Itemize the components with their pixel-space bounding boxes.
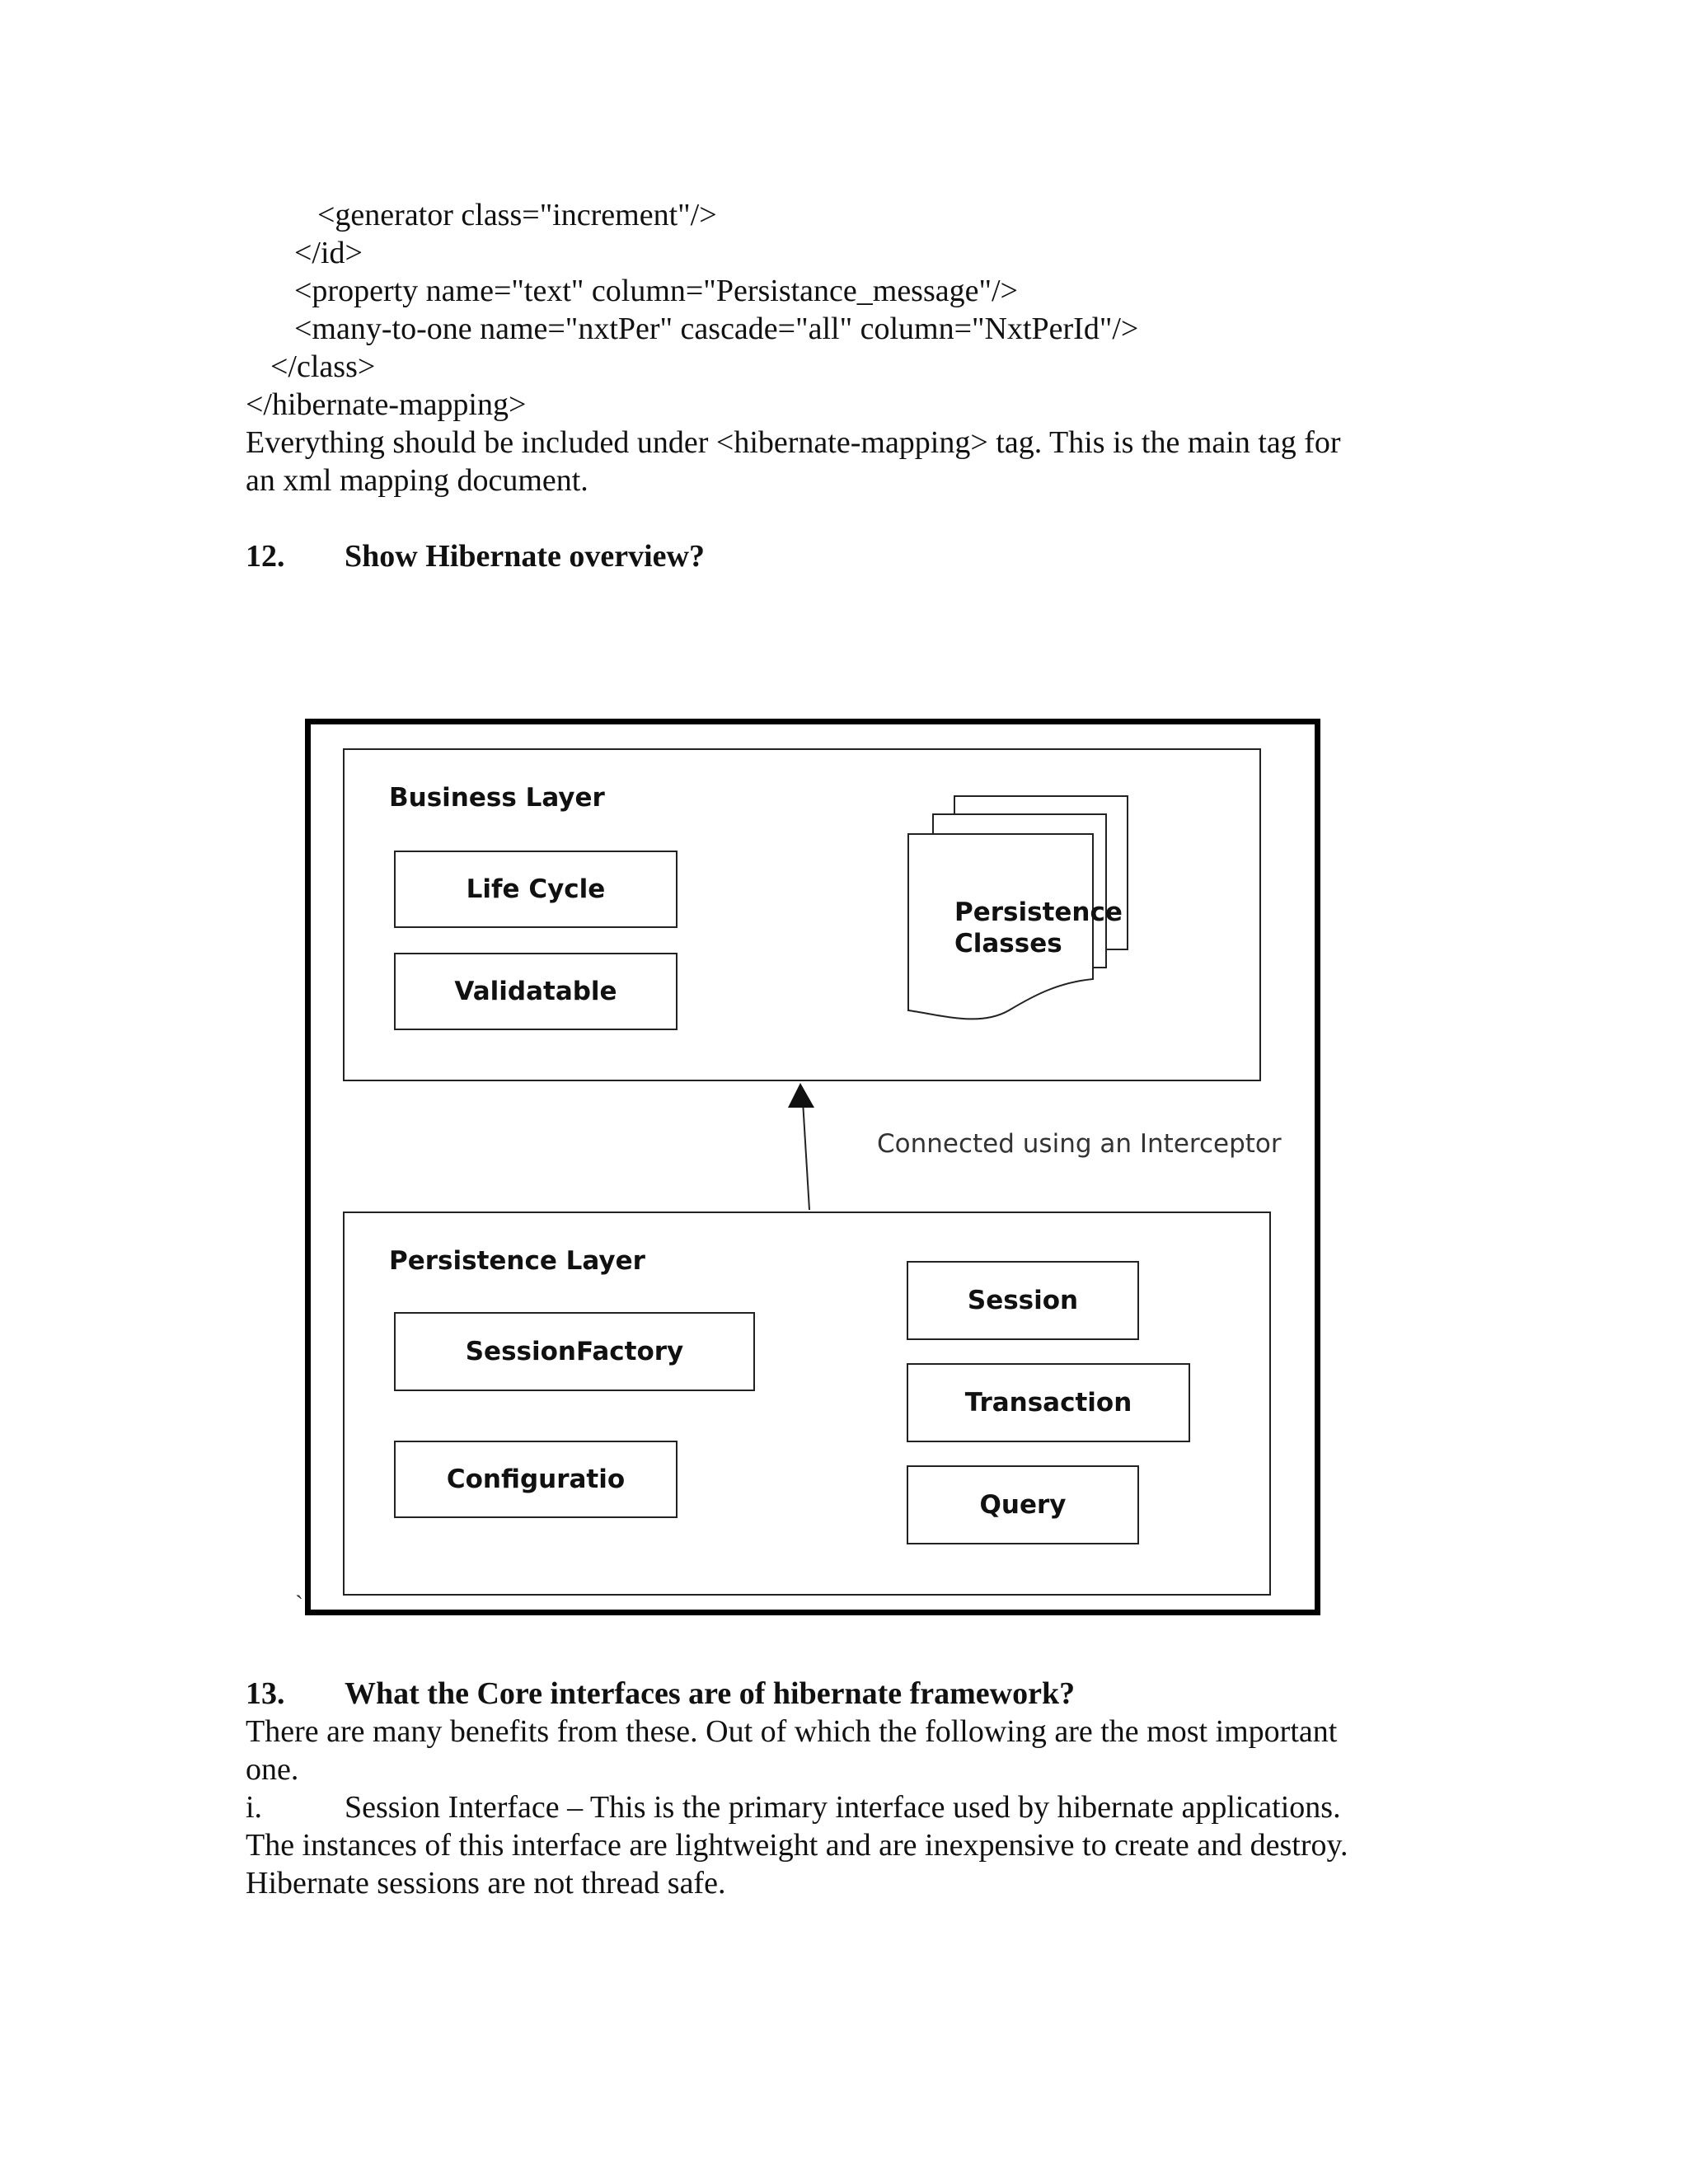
code-line: </id> bbox=[294, 236, 363, 270]
paragraph-line: one. bbox=[246, 1752, 299, 1787]
persistence-layer bbox=[343, 1212, 1271, 1596]
session-factory-box: SessionFactory bbox=[394, 1312, 755, 1391]
configuration-box: Configuratio bbox=[394, 1441, 678, 1518]
code-line: <many-to-one name="nxtPer" cascade="all"… bbox=[294, 312, 1139, 346]
query-box: Query bbox=[907, 1465, 1139, 1544]
session-box: Session bbox=[907, 1261, 1139, 1340]
business-layer bbox=[343, 748, 1261, 1081]
stray-mark: ` bbox=[295, 1591, 303, 1618]
persistence-layer-title: Persistence Layer bbox=[389, 1246, 645, 1276]
box-label: Validatable bbox=[454, 977, 617, 1006]
paragraph-line: The instances of this interface are ligh… bbox=[246, 1828, 1348, 1863]
transaction-box: Transaction bbox=[907, 1363, 1190, 1442]
box-label: Life Cycle bbox=[466, 874, 606, 904]
question-title: What the Core interfaces are of hibernat… bbox=[345, 1676, 1076, 1711]
business-layer-title: Business Layer bbox=[389, 783, 605, 813]
paragraph-line: Hibernate sessions are not thread safe. bbox=[246, 1866, 726, 1900]
box-label: SessionFactory bbox=[465, 1337, 684, 1366]
paragraph-line: Everything should be included under <hib… bbox=[246, 425, 1341, 460]
connector-label: Connected using an Interceptor bbox=[877, 1129, 1282, 1159]
box-label: Transaction bbox=[964, 1388, 1132, 1418]
list-marker: i. bbox=[246, 1790, 263, 1825]
code-line: </class> bbox=[270, 349, 376, 384]
list-item-text: Session Interface – This is the primary … bbox=[345, 1790, 1341, 1825]
question-number: 13. bbox=[246, 1676, 285, 1711]
persistence-classes-label: Persistence Classes bbox=[954, 898, 1123, 958]
question-title: Show Hibernate overview? bbox=[345, 539, 705, 574]
persistence-classes-document-stack-icon bbox=[907, 795, 1128, 1020]
box-label: Session bbox=[967, 1286, 1079, 1315]
interceptor-arrow bbox=[788, 1083, 814, 1211]
code-line: <generator class="increment"/> bbox=[317, 198, 717, 232]
validatable-box: Validatable bbox=[394, 953, 678, 1030]
diagram-frame bbox=[305, 719, 1320, 1615]
box-label: Configuratio bbox=[446, 1465, 626, 1494]
question-number: 12. bbox=[246, 539, 285, 574]
code-line: </hibernate-mapping> bbox=[246, 387, 527, 422]
code-line: <property name="text" column="Persistanc… bbox=[294, 274, 1018, 308]
life-cycle-box: Life Cycle bbox=[394, 851, 678, 928]
box-label: Query bbox=[979, 1490, 1067, 1520]
paragraph-line: an xml mapping document. bbox=[246, 463, 588, 498]
paragraph-line: There are many benefits from these. Out … bbox=[246, 1714, 1338, 1749]
